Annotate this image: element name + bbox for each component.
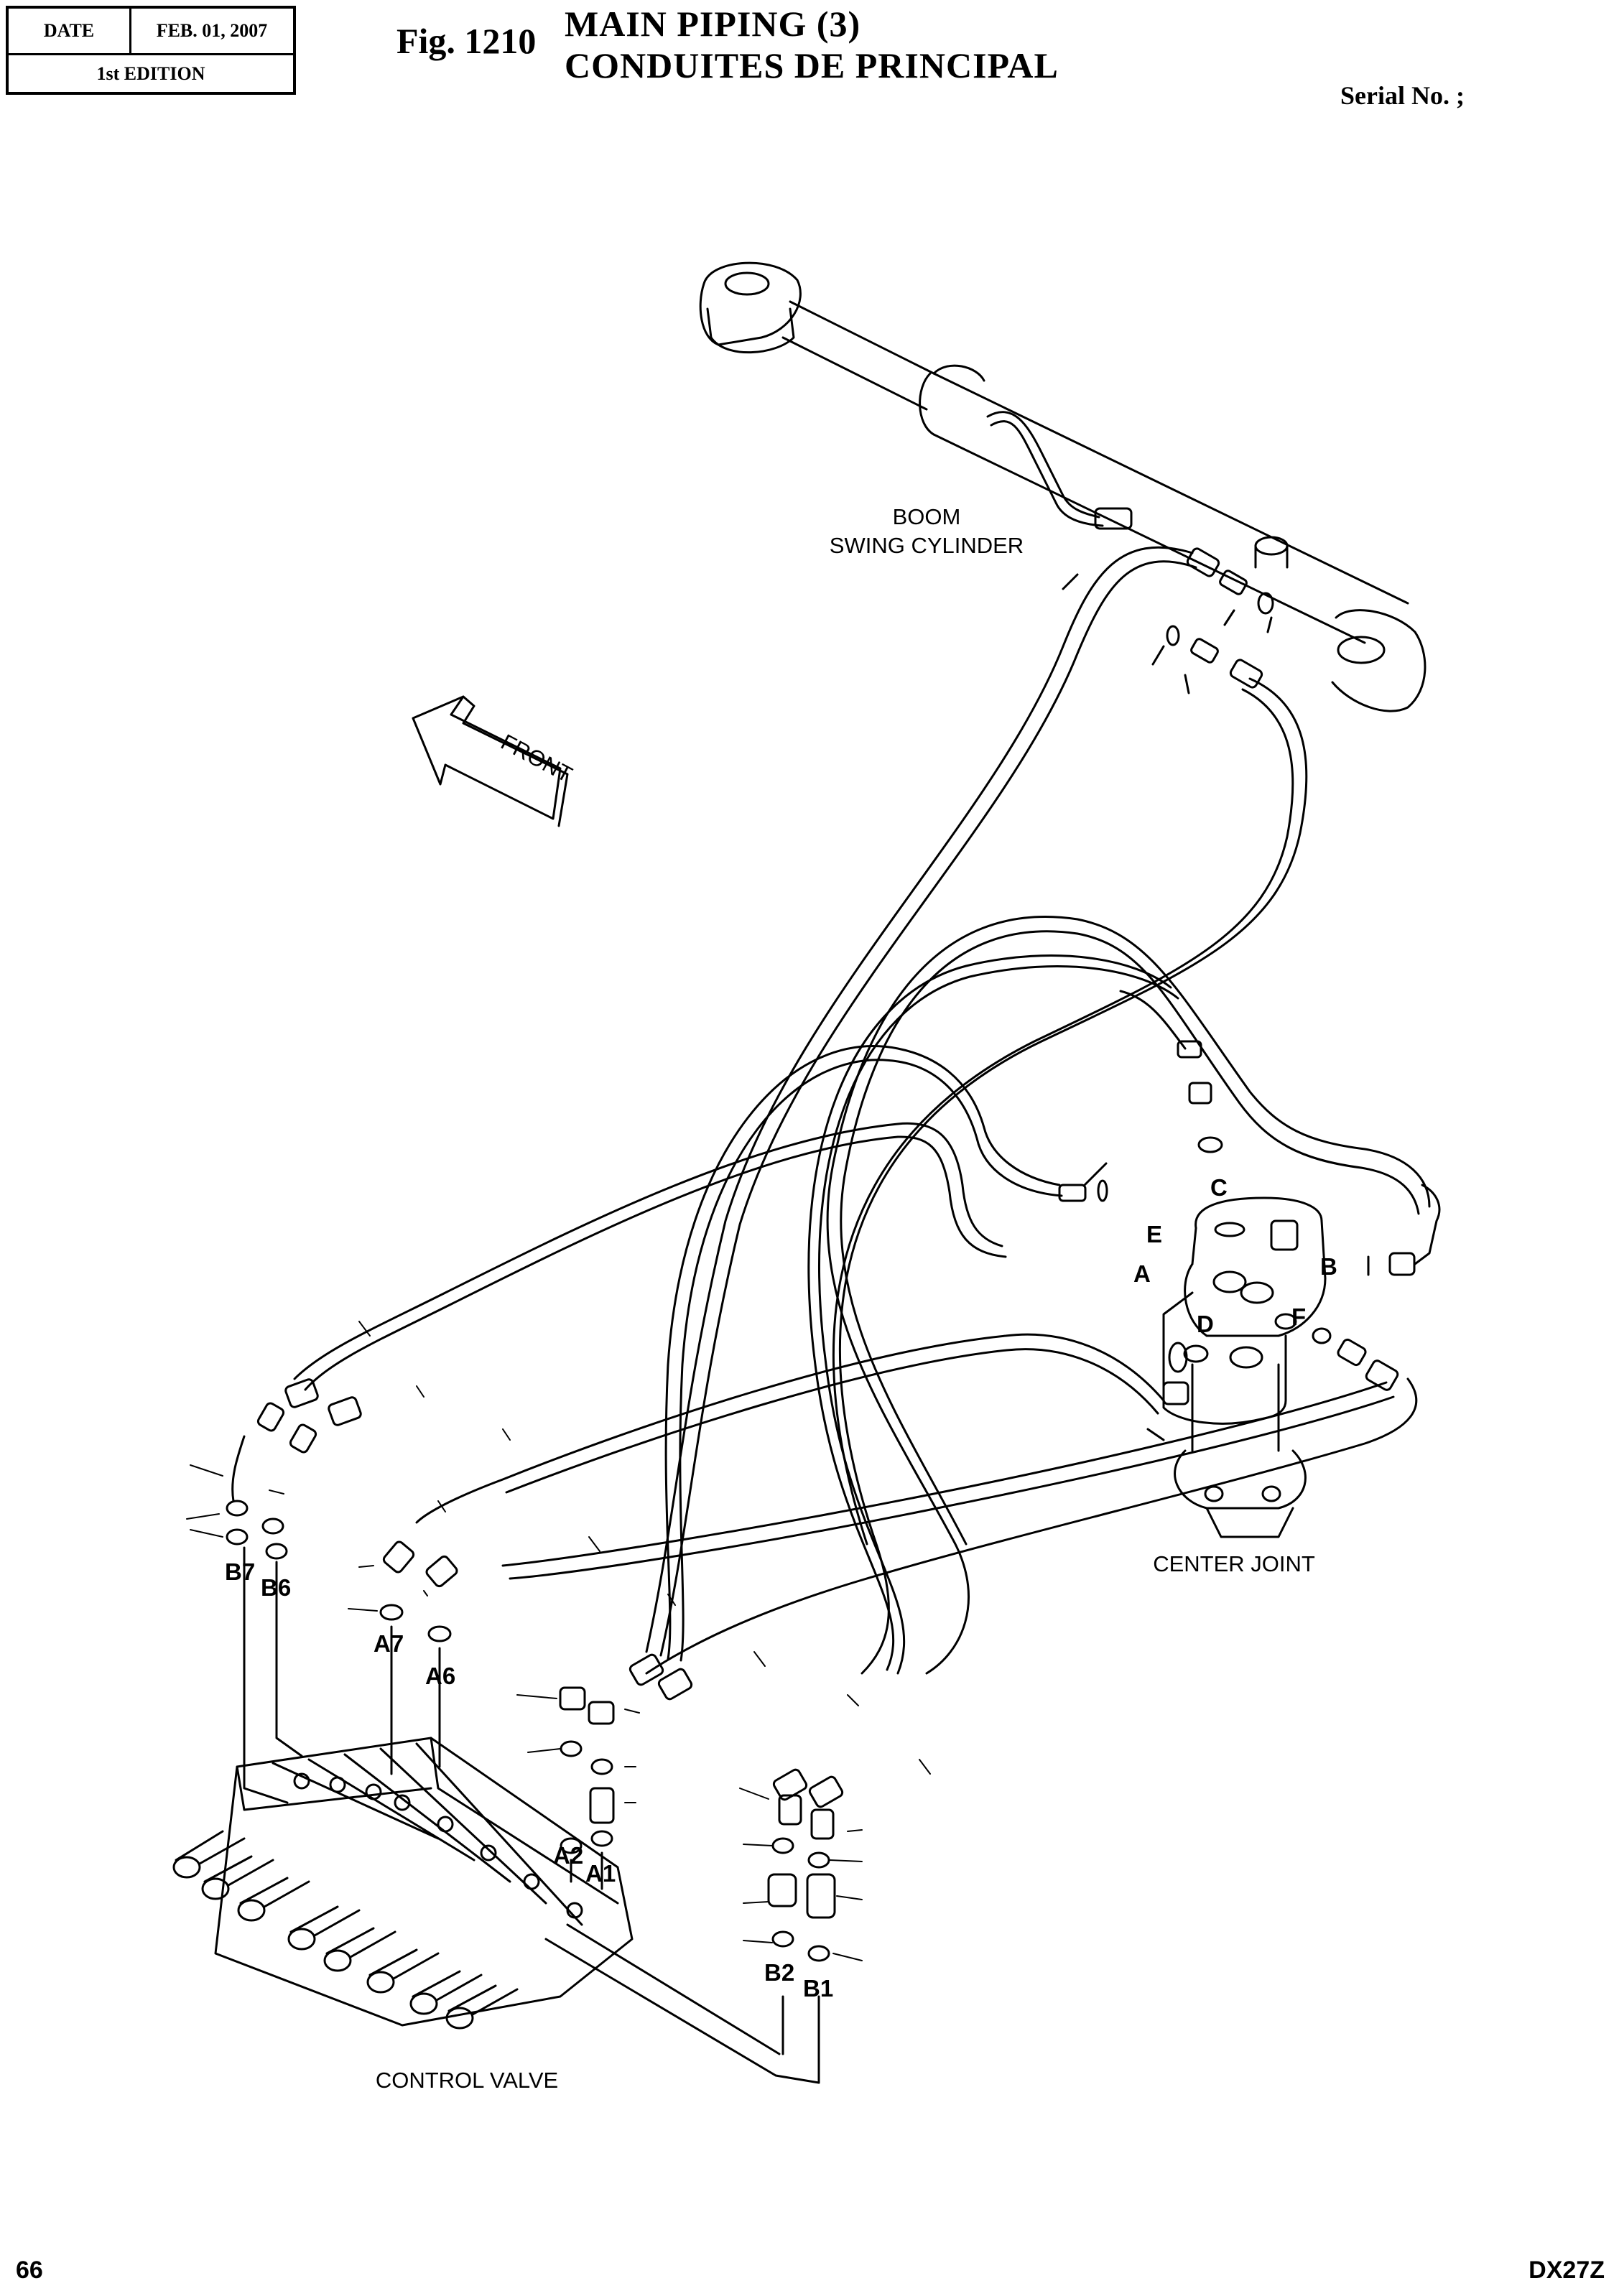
center-joint-hoses bbox=[293, 916, 1431, 1675]
lower-fittings bbox=[559, 1653, 844, 2084]
a7-a6-fittings bbox=[379, 1540, 458, 1775]
swing-cylinder-label: SWING CYLINDER bbox=[830, 533, 1024, 558]
boom-swing-cylinder bbox=[699, 261, 1427, 712]
center-joint bbox=[1162, 1196, 1327, 1538]
control-valve-label: CONTROL VALVE bbox=[376, 2068, 558, 2093]
front-direction-arrow bbox=[412, 695, 569, 827]
date-value: FEB. 01, 2007 bbox=[156, 20, 268, 41]
port-b-label: B bbox=[1320, 1253, 1337, 1280]
port-f-label: F bbox=[1291, 1303, 1306, 1330]
boom-cylinder-hoses bbox=[645, 546, 1308, 1675]
boom-label: BOOM bbox=[893, 504, 961, 529]
date-label: DATE bbox=[9, 9, 131, 53]
b2-label: B2 bbox=[764, 1959, 794, 1986]
center-joint-label: CENTER JOINT bbox=[1153, 1551, 1315, 1576]
center-joint-fittings bbox=[1058, 990, 1441, 1441]
b6-label: B6 bbox=[261, 1574, 291, 1601]
port-c-label: C bbox=[1210, 1174, 1228, 1201]
title-english: MAIN PIPING (3) bbox=[565, 4, 861, 44]
b7-label: B7 bbox=[225, 1558, 255, 1585]
a2-label: A2 bbox=[553, 1842, 583, 1869]
serial-number-label: Serial No. ; bbox=[1340, 81, 1465, 110]
port-a-label: A bbox=[1133, 1260, 1151, 1287]
cylinder-fittings bbox=[1151, 547, 1274, 694]
a1-label: A1 bbox=[585, 1860, 616, 1887]
edition-label: 1st EDITION bbox=[96, 63, 205, 84]
port-d-label: D bbox=[1197, 1311, 1214, 1337]
date-row: DATE FEB. 01, 2007 bbox=[9, 9, 293, 55]
control-valve bbox=[172, 1737, 820, 2084]
leader-lines bbox=[186, 1321, 931, 1961]
a6-label: A6 bbox=[425, 1663, 455, 1689]
title-french: CONDUITES DE PRINCIPAL bbox=[565, 45, 1059, 85]
figure-number: Fig. 1210 bbox=[396, 21, 537, 61]
b1-label: B1 bbox=[803, 1975, 833, 2002]
model-code: DX27Z bbox=[1528, 2257, 1605, 2284]
a7-label: A7 bbox=[374, 1630, 404, 1657]
date-edition-box: DATE FEB. 01, 2007 1st EDITION bbox=[6, 6, 296, 95]
left-hose-ends bbox=[226, 1378, 362, 1804]
page-number: 66 bbox=[16, 2257, 43, 2284]
port-e-label: E bbox=[1146, 1221, 1162, 1247]
front-label: FRONT bbox=[497, 729, 577, 787]
